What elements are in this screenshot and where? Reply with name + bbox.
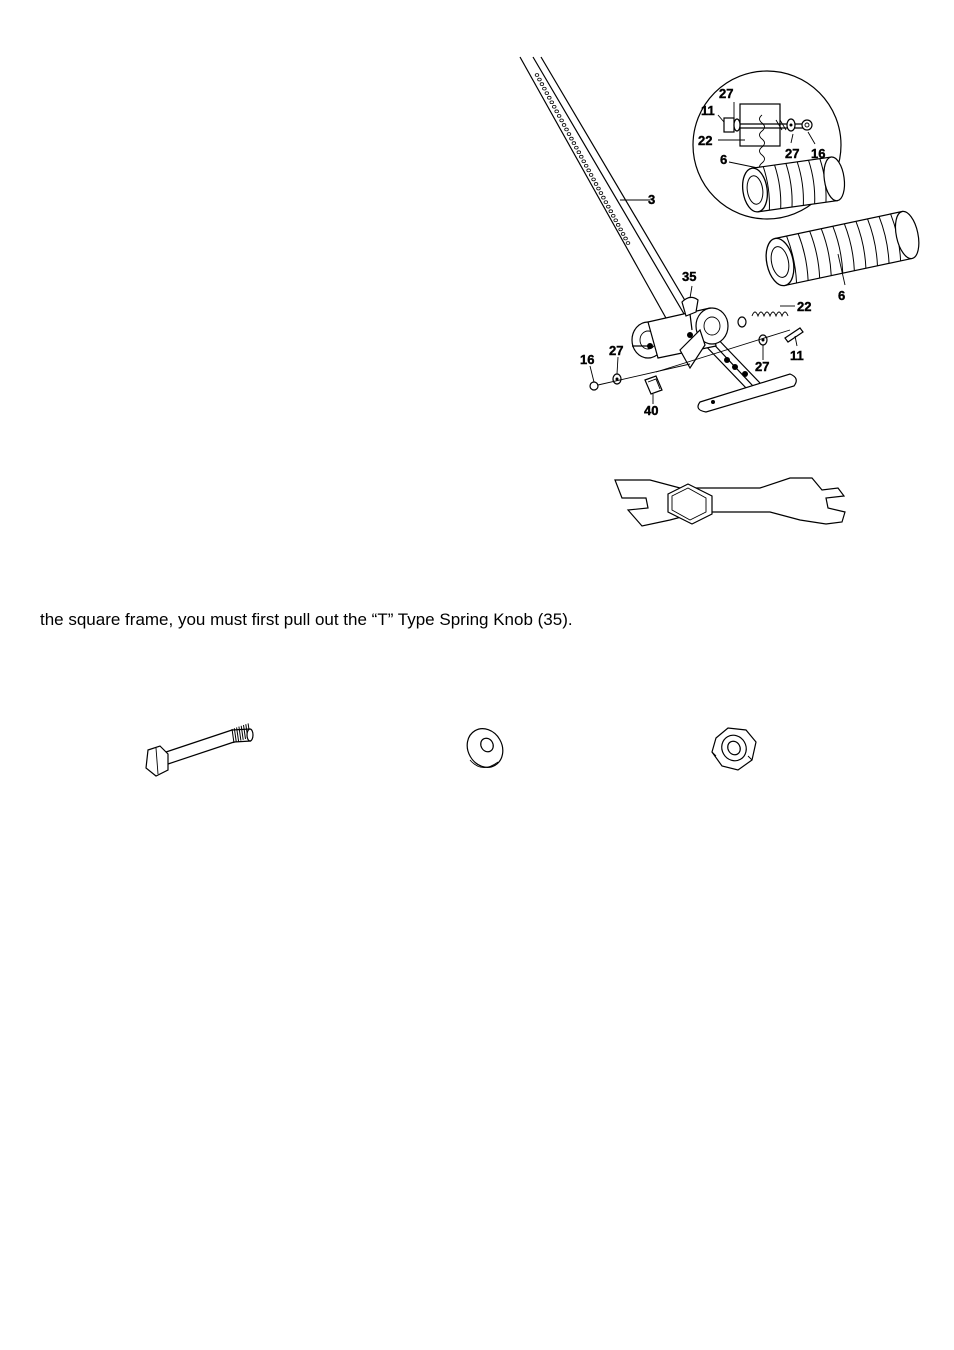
callout-22: 22 <box>797 299 811 314</box>
wrench-tool <box>614 477 846 527</box>
nut-part-16-left <box>589 365 599 391</box>
callout-27-left: 27 <box>609 343 623 358</box>
pivot-housing <box>631 307 729 370</box>
callout-27-detail-right: 27 <box>785 146 799 161</box>
foam-roller-part-6 <box>765 210 920 287</box>
callout-11: 11 <box>790 348 804 363</box>
callout-labels: 27 11 22 6 27 16 3 35 22 6 16 27 27 11 4… <box>580 86 846 418</box>
callout-6-detail: 6 <box>720 152 727 167</box>
spring-part-22 <box>737 305 795 328</box>
hardware-nut <box>711 727 757 771</box>
callout-27-right: 27 <box>755 359 769 374</box>
detail-magnifier <box>692 70 846 220</box>
upright-tube-part-3 <box>519 56 707 337</box>
bolt-threads <box>231 723 252 744</box>
callout-11-detail: 11 <box>701 103 715 118</box>
hardware-bolt <box>145 723 254 777</box>
detail-foam-roller <box>741 156 846 213</box>
callout-40: 40 <box>644 403 658 418</box>
callout-16-detail: 16 <box>811 146 825 161</box>
hardware-washer <box>466 728 504 768</box>
callout-22-detail: 22 <box>698 133 712 148</box>
bracket-part-40 <box>644 375 663 404</box>
bolt-part-11-right <box>784 327 804 347</box>
callout-3: 3 <box>648 192 655 207</box>
callout-27-detail-top: 27 <box>719 86 733 101</box>
callout-16: 16 <box>580 352 594 367</box>
callout-35: 35 <box>682 269 696 284</box>
instruction-text: the square frame, you must first pull ou… <box>40 610 573 629</box>
callout-6: 6 <box>838 288 845 303</box>
tube-adjustment-holes <box>534 73 631 245</box>
spring-knob-part-35 <box>681 285 699 331</box>
